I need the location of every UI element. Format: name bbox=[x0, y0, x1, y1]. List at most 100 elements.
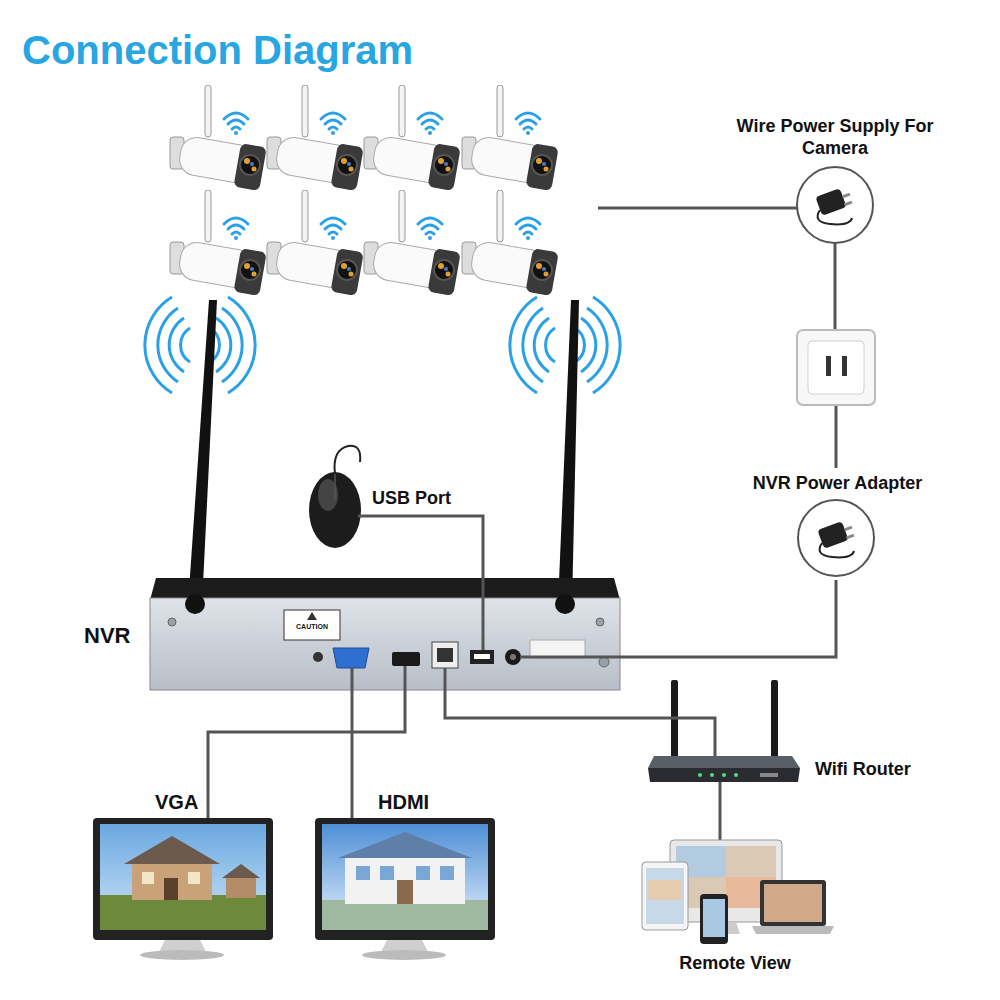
vga-monitor-part bbox=[93, 818, 273, 940]
remote-view-devices-part bbox=[752, 926, 834, 934]
antenna-signal-part bbox=[158, 308, 178, 382]
remote-view-devices bbox=[642, 840, 834, 944]
node-label: HDMI bbox=[378, 790, 429, 814]
vga-monitor-part bbox=[100, 824, 266, 930]
wifi-router-part bbox=[648, 756, 800, 768]
wifi-router bbox=[648, 680, 800, 782]
wifi-cameras bbox=[170, 85, 559, 296]
vga-monitor-part bbox=[132, 862, 212, 900]
wifi-cameras-part bbox=[462, 85, 559, 191]
vga-monitor-part bbox=[124, 836, 220, 864]
node-label: VGA bbox=[155, 790, 198, 814]
nvr-recorder-part bbox=[558, 300, 579, 605]
wifi-router-part bbox=[734, 773, 738, 777]
nvr-recorder-part bbox=[437, 648, 453, 662]
nvr-recorder-part bbox=[168, 618, 176, 626]
port-wires-part bbox=[520, 656, 622, 659]
port-wires-part bbox=[351, 668, 354, 692]
port-wires-part bbox=[404, 666, 407, 692]
power-wires-part bbox=[835, 405, 838, 468]
wifi-router-part bbox=[771, 680, 778, 760]
port-wires-part bbox=[482, 568, 485, 650]
remote-view: Remote View bbox=[635, 832, 839, 982]
wifi-router-part bbox=[760, 773, 778, 777]
nvr-recorder-part bbox=[185, 594, 205, 614]
nvr-power-adapter-part bbox=[798, 500, 874, 576]
nvr-recorder-part bbox=[510, 654, 516, 660]
wall-outlet-part bbox=[842, 356, 847, 376]
nvr-recorder-part bbox=[313, 652, 323, 662]
camera-power-supply-part bbox=[818, 210, 852, 224]
remote-view-devices-part bbox=[648, 880, 682, 900]
node-label: NVR bbox=[84, 622, 130, 649]
camera-power-supply-part bbox=[844, 201, 853, 207]
nvr-power-adapter: NVR Power Adapter bbox=[730, 472, 949, 580]
antenna-signal-part bbox=[534, 318, 549, 372]
wall-outlet-part bbox=[797, 330, 875, 405]
vga-monitor bbox=[93, 818, 273, 960]
camera-power-supply: Wire Power Supply For Camera bbox=[720, 115, 954, 247]
node-label: Wifi Router bbox=[815, 758, 911, 780]
wifi-cameras-part bbox=[364, 85, 461, 191]
nvr-recorder-part bbox=[284, 610, 340, 640]
vga-monitor: VGA bbox=[90, 790, 278, 962]
cable-connector bbox=[351, 692, 354, 790]
nvr-recorder-part bbox=[150, 598, 620, 690]
node-label: NVR Power Adapter bbox=[730, 472, 945, 494]
nvr-power-adapter-part bbox=[844, 526, 853, 532]
antenna-signal-part bbox=[228, 297, 255, 393]
wall-outlet-part bbox=[826, 356, 831, 376]
wifi-cameras-part bbox=[267, 85, 364, 191]
nvr-recorder-part bbox=[505, 649, 521, 665]
vga-monitor-part bbox=[100, 895, 266, 930]
cable-connector bbox=[445, 692, 715, 740]
nvr-recorder-part bbox=[307, 612, 317, 620]
nvr-recorder-part bbox=[333, 648, 369, 668]
usb-mouse bbox=[309, 446, 361, 548]
port-wires bbox=[208, 516, 720, 840]
antenna-signal-part bbox=[546, 328, 555, 362]
cable-connector bbox=[622, 580, 836, 657]
nvr-recorder-part bbox=[555, 594, 575, 614]
nvr-power-adapter bbox=[798, 500, 874, 576]
nvr-recorder-part bbox=[470, 650, 494, 664]
hdmi-monitor-part bbox=[380, 866, 394, 880]
nvr-recorder-part bbox=[188, 300, 217, 605]
wall-outlet-part bbox=[808, 341, 864, 394]
camera-power-supply-part bbox=[842, 193, 851, 199]
hdmi-monitor: HDMI bbox=[312, 790, 496, 962]
remote-view-devices-part bbox=[646, 868, 684, 924]
wifi-router-part bbox=[648, 768, 800, 782]
caution-sticker-text: CAUTION bbox=[286, 623, 338, 631]
wifi-cameras-part bbox=[170, 190, 267, 296]
hdmi-monitor-part bbox=[315, 818, 495, 940]
hdmi-monitor-part bbox=[322, 900, 488, 930]
nvr-recorder-part bbox=[392, 652, 420, 666]
antenna-signal-part bbox=[510, 297, 537, 393]
nvr-recorder-part bbox=[596, 618, 604, 626]
hdmi-monitor-part bbox=[345, 856, 465, 904]
hdmi-monitor-part bbox=[397, 880, 413, 904]
hdmi-monitor-part bbox=[356, 866, 370, 880]
antenna-signal-part bbox=[523, 308, 543, 382]
hdmi-monitor bbox=[315, 818, 495, 960]
nvr-recorder-part bbox=[432, 642, 458, 668]
vga-monitor-part bbox=[188, 872, 200, 884]
antenna-signal-part bbox=[222, 308, 242, 382]
hdmi-monitor-part bbox=[338, 832, 472, 858]
port-wires-part bbox=[444, 668, 447, 692]
nvr-recorder-part bbox=[530, 640, 585, 658]
cable-connector bbox=[719, 790, 722, 832]
antenna-signal-part bbox=[181, 328, 190, 362]
antenna-signal-part bbox=[216, 318, 231, 372]
hdmi-monitor-part bbox=[362, 950, 446, 960]
wifi-cameras-part bbox=[170, 85, 267, 191]
diagram-title: Connection Diagram bbox=[22, 26, 413, 74]
usb-mouse-part bbox=[335, 446, 361, 474]
usb-mouse-part bbox=[309, 472, 361, 548]
vga-monitor-part bbox=[140, 950, 224, 960]
antenna-signal-part bbox=[581, 318, 596, 372]
remote-view-devices-part bbox=[700, 894, 728, 944]
remote-view-devices-part bbox=[760, 880, 826, 926]
usb-port: USB Port bbox=[305, 465, 475, 550]
